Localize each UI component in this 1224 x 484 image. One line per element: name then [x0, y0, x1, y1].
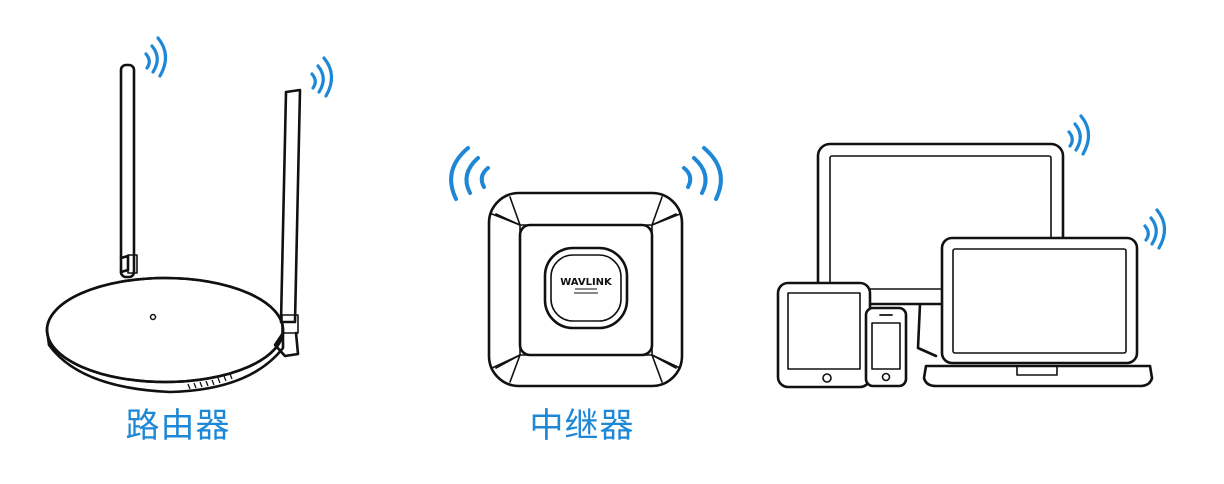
- repeater-icon: WAVLINK: [487, 191, 684, 388]
- phone-icon: [864, 306, 908, 388]
- laptop-icon: [922, 236, 1154, 388]
- tablet-icon: [776, 281, 872, 389]
- router-label: 路由器: [125, 406, 231, 446]
- router-icon: [45, 63, 302, 394]
- client-devices-icon: [776, 142, 1154, 389]
- repeater-label: 中继器: [529, 406, 635, 446]
- wifi-signal-icon: [144, 36, 168, 78]
- wifi-signal-icon: [682, 146, 723, 201]
- wifi-signal-icon: [1143, 208, 1167, 250]
- monitor-icon: [816, 142, 1065, 358]
- wifi-signal-icon: [1067, 114, 1091, 156]
- brand-logo: WAVLINK: [560, 277, 613, 288]
- wifi-signal-icon: [449, 146, 490, 201]
- wifi-signal-icon: [310, 56, 334, 98]
